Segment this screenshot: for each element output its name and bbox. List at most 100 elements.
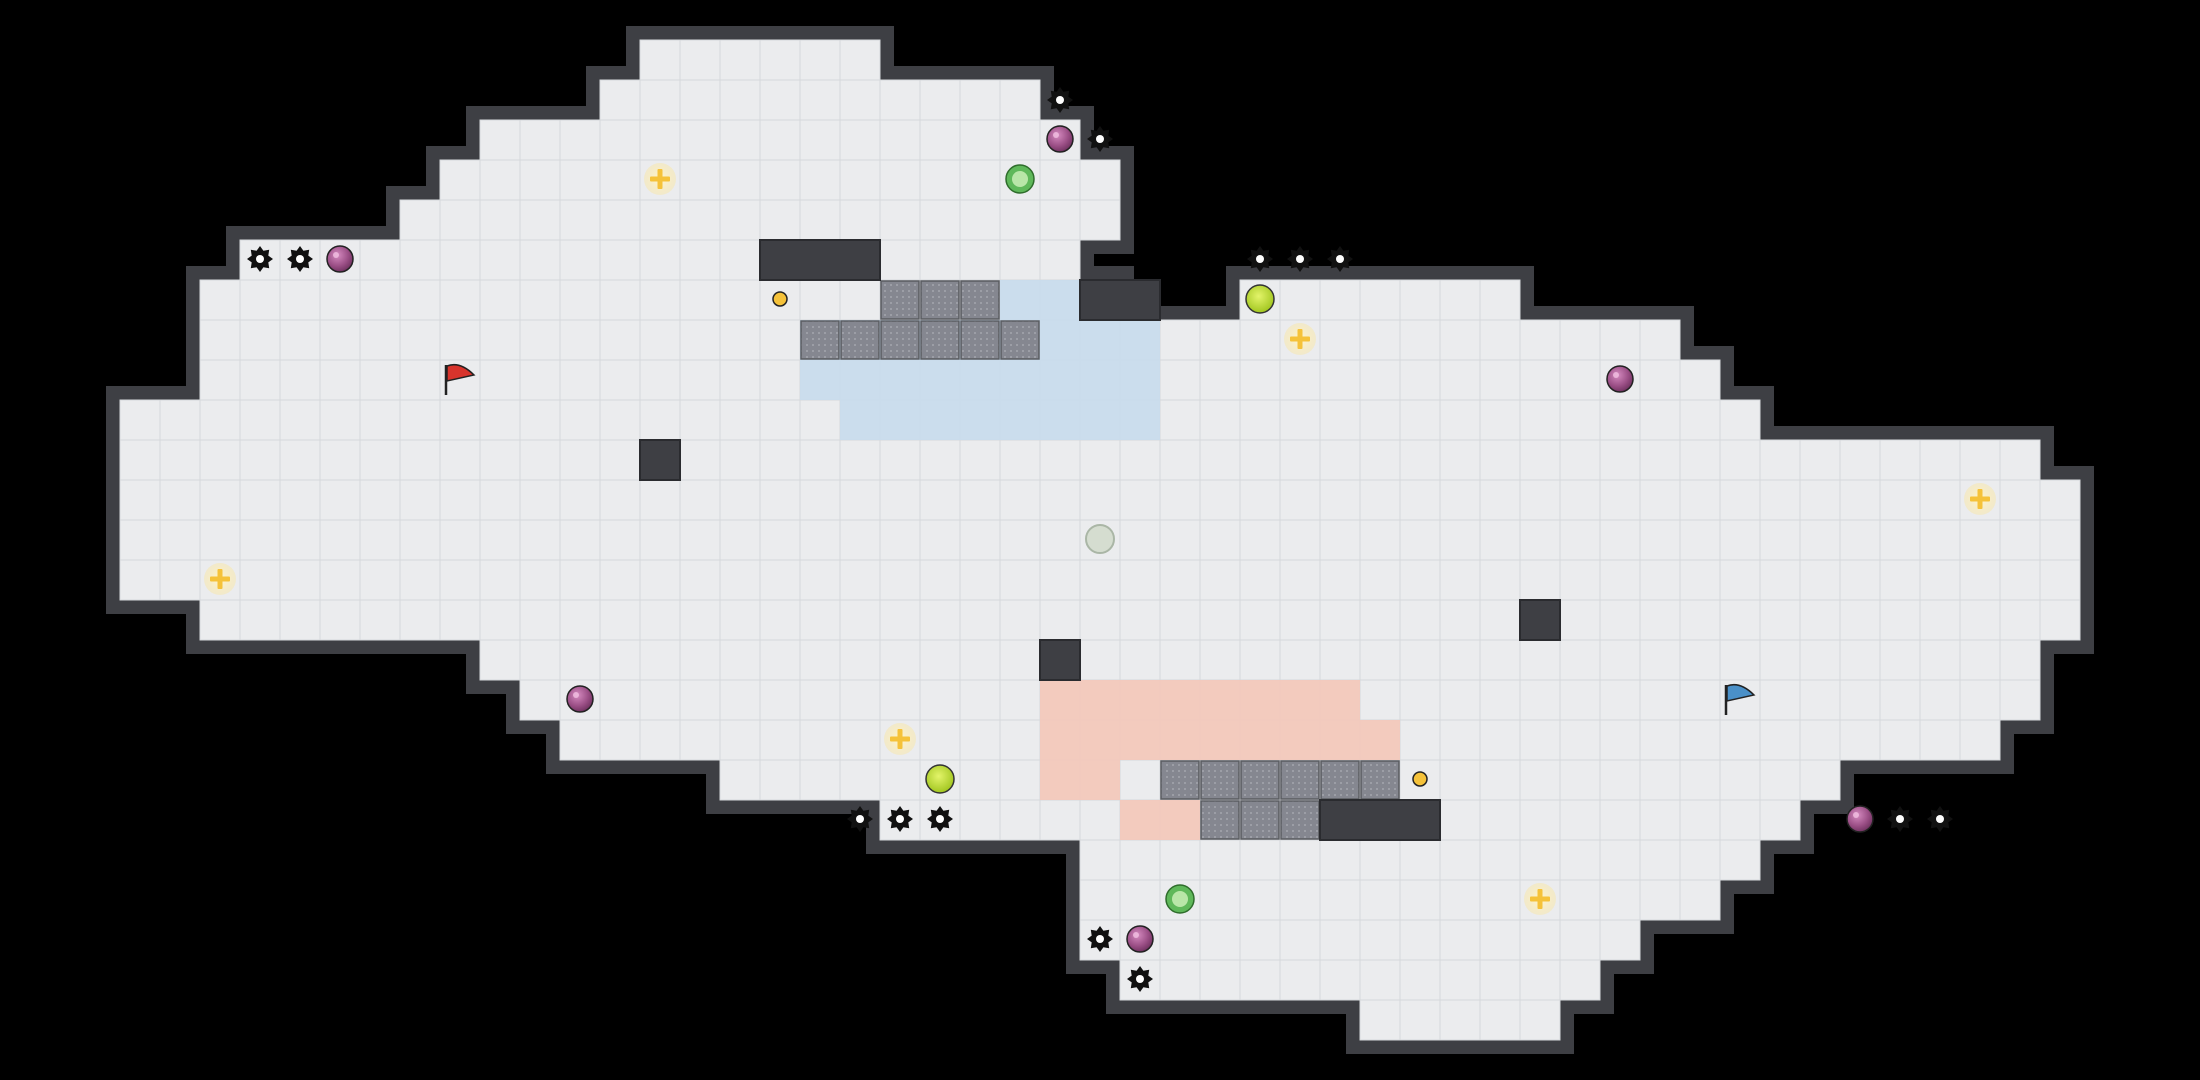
floor-tile [1319, 279, 1361, 321]
floor-tile [1679, 359, 1721, 401]
floor-tile [439, 279, 481, 321]
floor-tile [599, 239, 641, 281]
floor-tile [839, 519, 881, 561]
floor-tile [1319, 439, 1361, 481]
floor-tile [1159, 839, 1201, 881]
floor-tile [599, 199, 641, 241]
floor-tile [1039, 799, 1081, 841]
wall-block [1079, 279, 1161, 321]
floor-tile [1439, 639, 1481, 681]
boost-bar-h [1290, 336, 1310, 342]
red-zone-tile [1040, 720, 1400, 760]
floor-tile [1159, 959, 1201, 1001]
floor-tile [1759, 719, 1801, 761]
floor-tile [999, 519, 1041, 561]
floor-tile [839, 79, 881, 121]
gate-tile [1240, 760, 1280, 800]
floor-tile [279, 279, 321, 321]
floor-tile [359, 359, 401, 401]
floor-tile [719, 199, 761, 241]
powerup-icon[interactable] [1005, 164, 1035, 194]
floor-tile [1959, 679, 2001, 721]
floor-tile [1479, 799, 1521, 841]
floor-tile [1919, 639, 1961, 681]
floor-tile [559, 599, 601, 641]
floor-tile [1079, 839, 1121, 881]
red-flag-icon[interactable] [444, 363, 476, 395]
floor-tile [1839, 639, 1881, 681]
floor-tile [719, 319, 761, 361]
floor-tile [1919, 519, 1961, 561]
floor-tile [1159, 519, 1201, 561]
floor-tile [359, 319, 401, 361]
floor-tile [959, 439, 1001, 481]
floor-tile [719, 119, 761, 161]
floor-tile [799, 159, 841, 201]
bomb-icon[interactable] [566, 685, 594, 713]
floor-tile [1439, 519, 1481, 561]
floor-tile [1719, 639, 1761, 681]
floor-tile [799, 439, 841, 481]
boost-icon[interactable] [204, 563, 236, 595]
floor-tile [1479, 999, 1521, 1041]
floor-tile [559, 479, 601, 521]
floor-tile [1999, 599, 2041, 641]
floor-tile [999, 799, 1041, 841]
bomb-body [1606, 365, 1634, 393]
floor-tile [1839, 479, 1881, 521]
floor-tile [599, 319, 641, 361]
floor-tile [999, 759, 1041, 801]
floor-tile [559, 399, 601, 441]
floor-tile [639, 279, 681, 321]
floor-tile [1759, 519, 1801, 561]
floor-tile [199, 359, 241, 401]
floor-tile [1719, 479, 1761, 521]
floor-tile [239, 319, 281, 361]
floor-tile [239, 559, 281, 601]
floor-tile [1679, 879, 1721, 921]
floor-tile [1359, 599, 1401, 641]
bomb-icon[interactable] [1846, 805, 1874, 833]
floor-tile [1759, 479, 1801, 521]
button-icon[interactable] [925, 764, 955, 794]
boost-icon[interactable] [644, 163, 676, 195]
floor-tile [1559, 799, 1601, 841]
toggle-icon[interactable] [1412, 771, 1428, 787]
floor-tile [839, 719, 881, 761]
floor-tile [999, 679, 1041, 721]
bomb-body [1846, 805, 1874, 833]
bomb-icon[interactable] [1046, 125, 1074, 153]
floor-tile [839, 159, 881, 201]
portal-icon[interactable] [1085, 524, 1115, 554]
floor-tile [959, 119, 1001, 161]
floor-tile [639, 239, 681, 281]
button-icon[interactable] [1245, 284, 1275, 314]
bomb-icon[interactable] [1126, 925, 1154, 953]
floor-tile [839, 759, 881, 801]
blue-zone-tile [840, 400, 1160, 440]
floor-tile [1119, 839, 1161, 881]
boost-icon[interactable] [884, 723, 916, 755]
floor-tile [559, 279, 601, 321]
floor-tile [479, 639, 521, 681]
floor-tile [439, 519, 481, 561]
boost-icon[interactable] [1964, 483, 1996, 515]
floor-tile [679, 599, 721, 641]
floor-tile [959, 79, 1001, 121]
floor-tile [879, 599, 921, 641]
bomb-icon[interactable] [326, 245, 354, 273]
floor-tile [1639, 839, 1681, 881]
floor-tile [1519, 759, 1561, 801]
floor-tile [1919, 719, 1961, 761]
floor-tile [1199, 319, 1241, 361]
blue-flag-icon[interactable] [1724, 683, 1756, 715]
powerup-icon[interactable] [1165, 884, 1195, 914]
floor-tile [319, 439, 361, 481]
toggle-icon[interactable] [772, 291, 788, 307]
boost-icon[interactable] [1284, 323, 1316, 355]
boost-icon[interactable] [1524, 883, 1556, 915]
bomb-icon[interactable] [1606, 365, 1634, 393]
floor-tile [1479, 719, 1521, 761]
